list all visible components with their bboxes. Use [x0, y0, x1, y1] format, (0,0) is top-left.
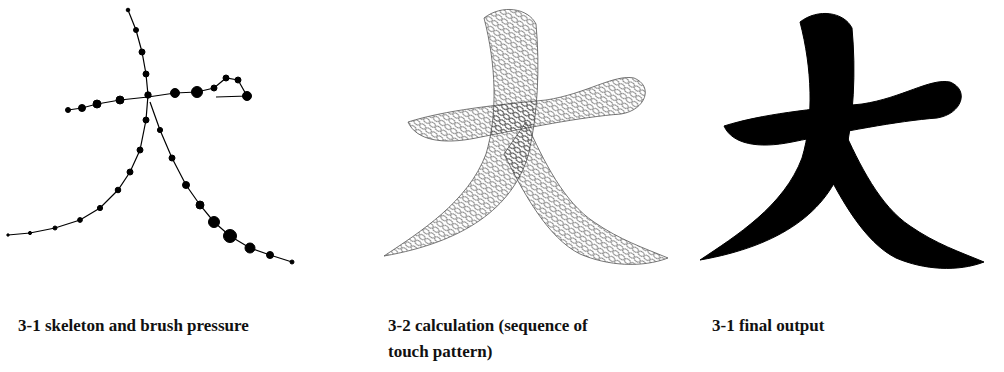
touch-pattern-figure: [384, 9, 668, 264]
figure-caption: 3-2 calculation (sequence of touch patte…: [388, 313, 618, 365]
figure-caption: 3-1 skeleton and brush pressure: [18, 313, 258, 339]
final-character-figure: [700, 13, 984, 268]
figure-caption: 3-1 final output: [712, 313, 952, 339]
skeleton-figure: [7, 8, 294, 264]
